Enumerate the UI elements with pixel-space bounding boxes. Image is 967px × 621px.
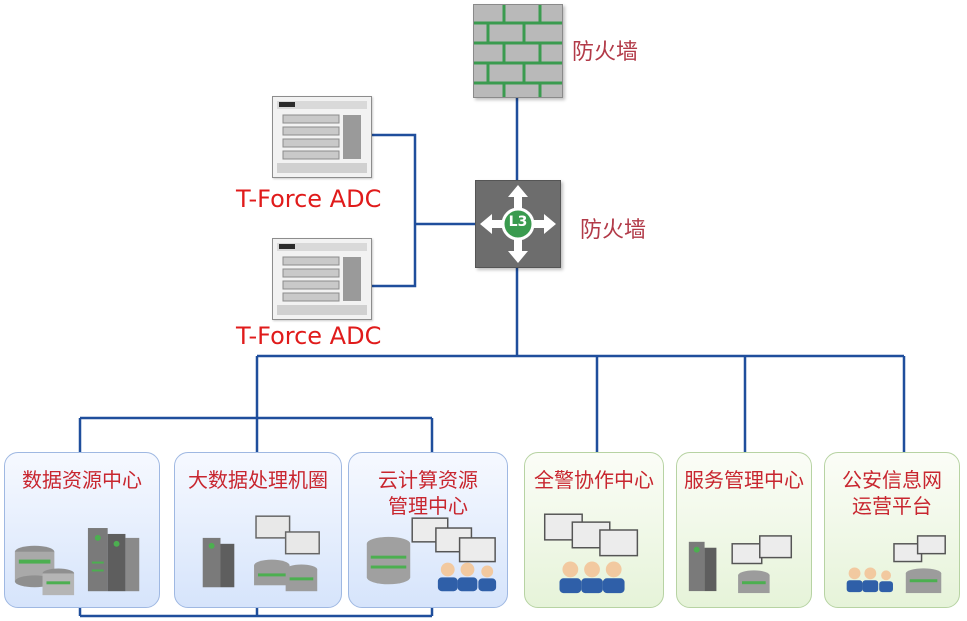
server-storage-icon [202,515,320,592]
adc-label: T-Force ADC [236,185,382,213]
firewall-label: 防火墙 [572,40,639,65]
center-label: 云计算资源 管理中心 [378,468,478,518]
server-storage-icon [688,535,793,594]
computer-users-icon [366,517,497,592]
center-service-management: 服务管理中心 [676,452,812,608]
center-cloud-computing: 云计算资源 管理中心 [348,452,508,608]
center-label: 大数据处理机圈 [188,468,328,492]
computer-users-icon [846,535,946,594]
center-label: 公安信息网 运营平台 [842,468,942,518]
adc-appliance-icon [272,238,372,320]
adc-label: T-Force ADC [236,322,382,350]
center-label: 服务管理中心 [684,468,804,492]
center-data-resource: 数据资源中心 [4,452,160,608]
switch-label: 防火墙 [580,218,647,243]
center-police-collaboration: 全警协作中心 [524,452,664,608]
center-bigdata-processing: 大数据处理机圈 [174,452,342,608]
center-police-info-network: 公安信息网 运营平台 [824,452,960,608]
firewall-icon [473,4,563,98]
l3-badge: L3 [508,214,528,230]
server-storage-icon [14,528,140,596]
center-label: 数据资源中心 [22,468,142,492]
computer-users-icon [543,513,639,594]
l3-switch-icon: L3 [475,180,561,268]
center-label: 全警协作中心 [534,468,654,492]
adc-appliance-icon [272,96,372,178]
